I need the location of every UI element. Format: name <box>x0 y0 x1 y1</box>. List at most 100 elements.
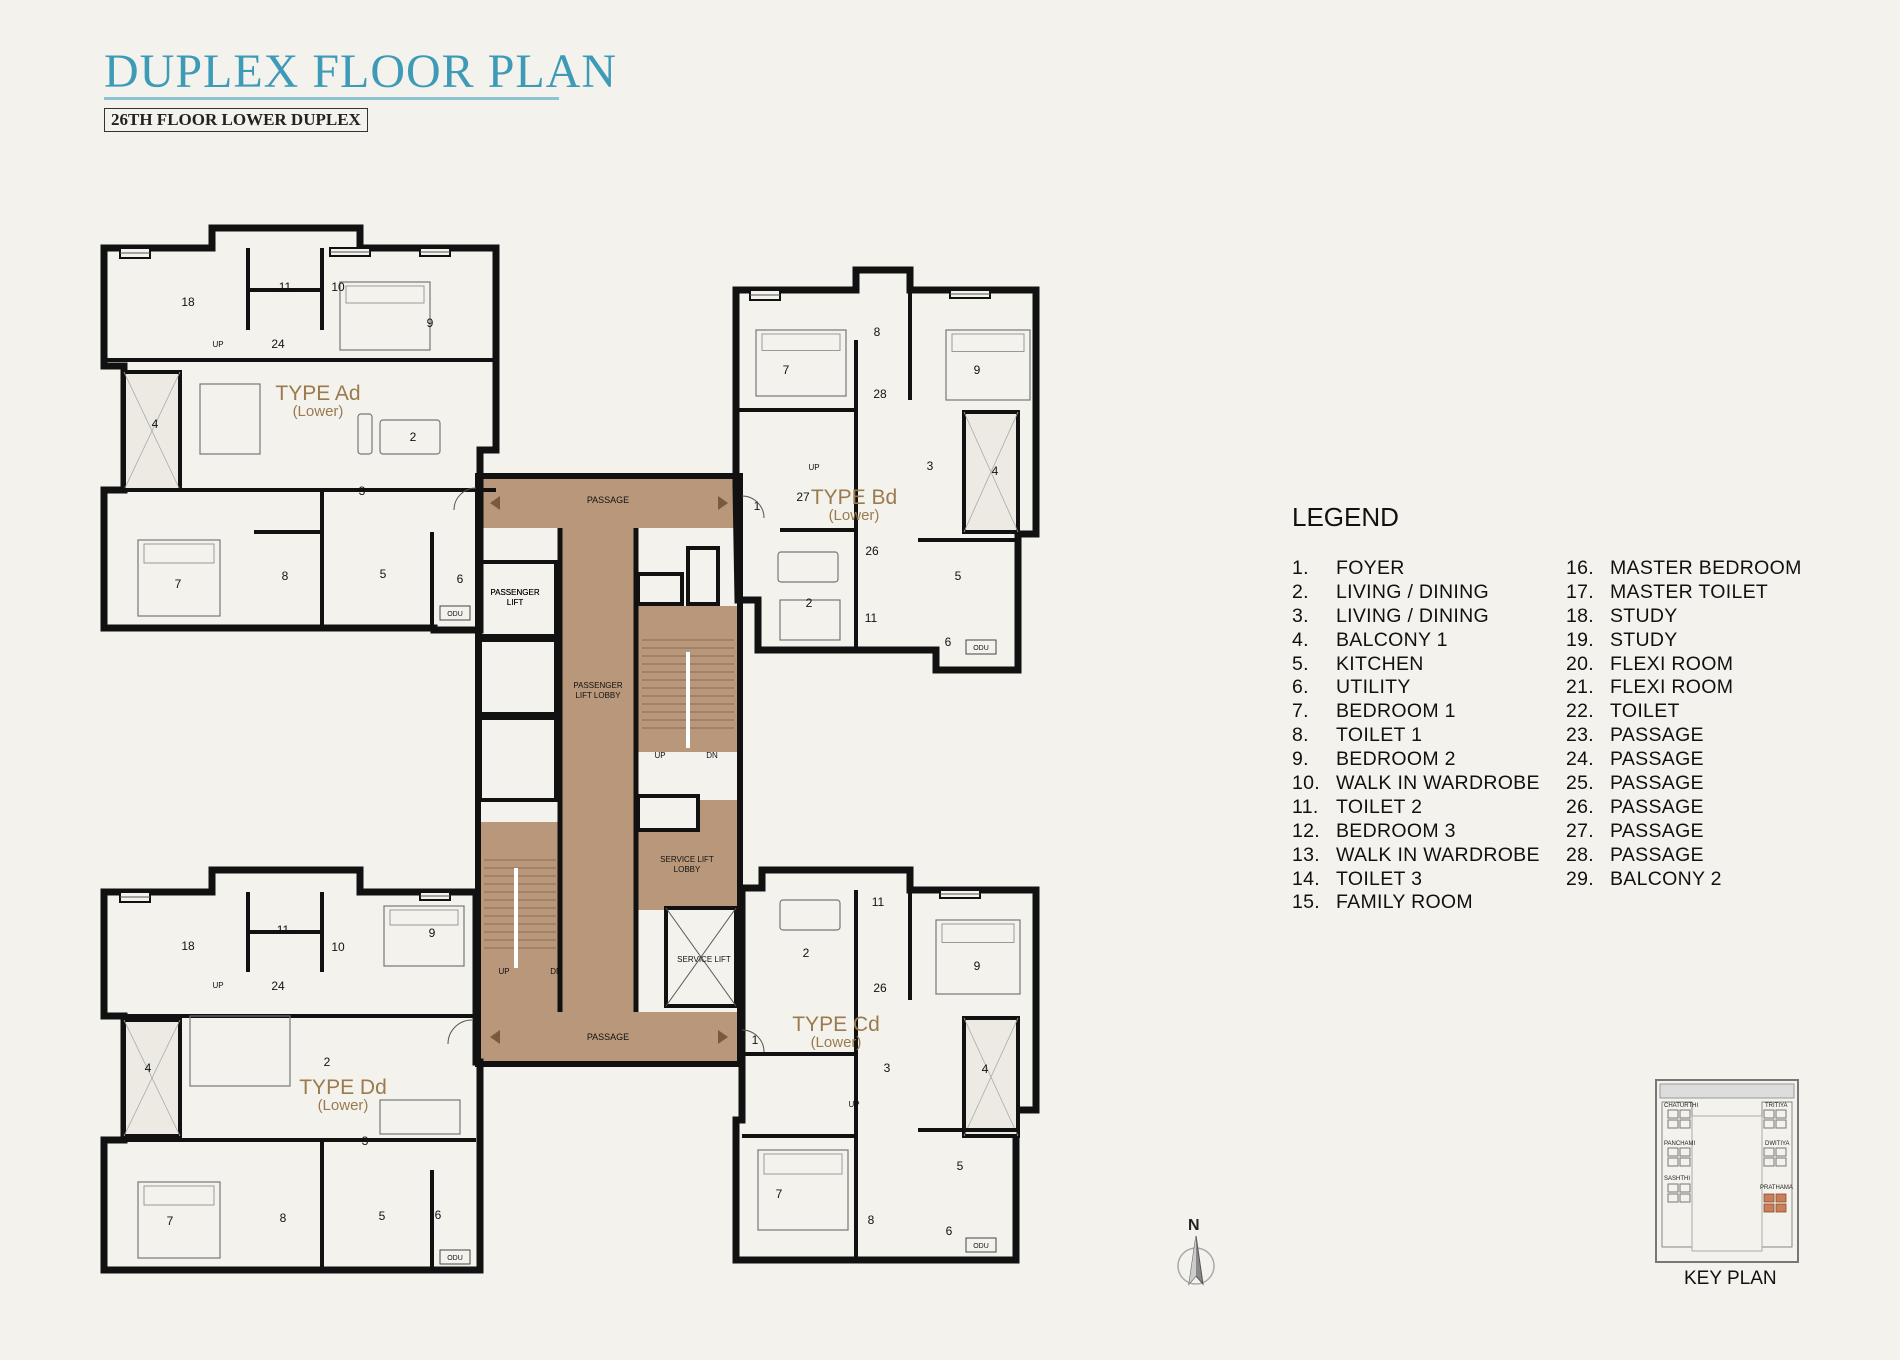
unit-cd-sub: (Lower) <box>811 1034 862 1051</box>
passenger-lift-label-1: PASSENGER <box>490 588 539 597</box>
room-number-28: 28 <box>873 387 887 401</box>
legend-item: 26.PASSAGE <box>1566 796 1802 820</box>
service-lobby-label: SERVICE LIFT <box>660 855 714 864</box>
legend-item: 23.PASSAGE <box>1566 724 1802 748</box>
room-number-6: 6 <box>946 1224 953 1238</box>
passenger-lift-3 <box>478 716 558 802</box>
room-number-2: 2 <box>803 946 810 960</box>
legend-item: 8.TOILET 1 <box>1292 724 1540 748</box>
title-underline <box>104 97 559 100</box>
legend-item-number: 14. <box>1292 867 1321 890</box>
unit-ad-up-label: UP <box>212 340 223 349</box>
room-number-5: 5 <box>955 569 962 583</box>
stair-dn-label: DN <box>706 751 718 760</box>
core-passage-bottom <box>480 1012 738 1062</box>
arrow-right-icon <box>718 496 728 510</box>
odu-box <box>439 1249 471 1265</box>
room-number-24: 24 <box>271 337 285 351</box>
arrow-left-icon <box>490 496 500 510</box>
legend-item: 15.FAMILY ROOM <box>1292 891 1540 915</box>
legend-item-label: LIVING / DINING <box>1336 580 1489 603</box>
pillow-icon <box>763 1153 843 1175</box>
legend-item-label: PASSAGE <box>1610 795 1704 818</box>
passage-label-bottom: PASSAGE <box>587 1032 629 1042</box>
passenger-lift-label-2: LIFT <box>507 598 524 607</box>
room-number-27: 27 <box>796 490 810 504</box>
room-number-8: 8 <box>282 569 289 583</box>
legend-item: 4. BALCONY 1 <box>1292 629 1540 653</box>
pillow-icon <box>941 923 1015 943</box>
legend-item: 10.WALK IN WARDROBE <box>1292 772 1540 796</box>
room-number-8: 8 <box>874 325 881 339</box>
legend-item-number: 18. <box>1566 604 1595 627</box>
unit-ad-sub: (Lower) <box>293 403 344 420</box>
room-number-5: 5 <box>379 1209 386 1223</box>
legend-item: 14.TOILET 3 <box>1292 868 1540 892</box>
room-number-11: 11 <box>279 280 292 294</box>
balcony-hatch <box>123 1019 181 1137</box>
legend-item: 7.BEDROOM 1 <box>1292 700 1540 724</box>
legend-item-label: STUDY <box>1610 604 1678 627</box>
bed-icon <box>755 329 847 397</box>
room-number-6: 6 <box>945 635 952 649</box>
room-number-7: 7 <box>776 1187 783 1201</box>
room-number-3: 3 <box>359 484 366 498</box>
legend-item-label: BEDROOM 3 <box>1336 819 1456 842</box>
legend-item: 11.TOILET 2 <box>1292 796 1540 820</box>
bed-icon <box>339 281 431 351</box>
core-stair-left <box>480 822 560 1012</box>
room-number-8: 8 <box>868 1213 875 1227</box>
odu-label: ODU <box>447 611 463 618</box>
legend-item-label: MASTER TOILET <box>1610 580 1769 603</box>
room-number-26: 26 <box>865 544 879 558</box>
odu-label: ODU <box>973 645 989 652</box>
core-shaft <box>636 794 700 832</box>
room-number-11: 11 <box>865 611 878 625</box>
legend-item: 21.FLEXI ROOM <box>1566 676 1802 700</box>
legend-item-number: 13. <box>1292 843 1321 866</box>
room-number-5: 5 <box>380 567 387 581</box>
key-plan-label: KEY PLAN <box>1684 1268 1777 1289</box>
lift-lobby-label: PASSENGER <box>573 681 622 690</box>
legend-item-label: BEDROOM 1 <box>1336 700 1456 723</box>
core-shaft <box>636 572 684 606</box>
legend-item-number: 17. <box>1566 580 1595 603</box>
sofa-icon <box>777 551 839 583</box>
room-number-2: 2 <box>324 1055 331 1069</box>
legend-item-label: BALCONY 1 <box>1336 628 1448 651</box>
arrow-left-icon <box>490 1030 500 1044</box>
passenger-lift-2 <box>478 638 558 716</box>
legend-item: 6.UTILITY <box>1292 676 1540 700</box>
passage-label-top: PASSAGE <box>587 495 629 505</box>
north-arrow-icon: N <box>1177 1217 1215 1286</box>
legend-item-label: WALK IN WARDROBE <box>1336 843 1540 866</box>
legend-item-label: TOILET <box>1610 700 1680 723</box>
legend-item: 22.TOILET <box>1566 700 1802 724</box>
room-number-4: 4 <box>152 417 159 431</box>
room-number-9: 9 <box>974 363 981 377</box>
legend-item-label: PASSAGE <box>1610 724 1704 747</box>
legend-item: 18. STUDY <box>1566 605 1802 629</box>
key-block-chaturthi: CHATURTHI <box>1664 1103 1698 1109</box>
core-shaft <box>686 546 720 606</box>
stair-rail <box>686 652 690 748</box>
legend-item-number: 20. <box>1566 652 1595 675</box>
bed-icon <box>935 919 1021 995</box>
legend-item-number: 27. <box>1566 819 1595 842</box>
room-number-3: 3 <box>927 459 934 473</box>
legend-item: 24.PASSAGE <box>1566 748 1802 772</box>
legend-item-number: 29. <box>1566 867 1595 890</box>
odu-box <box>965 639 997 655</box>
legend-item-label: FLEXI ROOM <box>1610 676 1734 699</box>
legend-item-label: FAMILY ROOM <box>1336 891 1473 914</box>
legend-item: 25.PASSAGE <box>1566 772 1802 796</box>
legend-item-number: 4. <box>1292 628 1309 651</box>
legend-item-label: FOYER <box>1336 557 1405 579</box>
legend-item: 20.FLEXI ROOM <box>1566 653 1802 677</box>
room-number-8: 8 <box>280 1211 287 1225</box>
pillow-icon <box>389 909 459 926</box>
legend-item-number: 16. <box>1566 557 1595 579</box>
room-number-9: 9 <box>427 316 434 330</box>
room-number-3: 3 <box>884 1061 891 1075</box>
